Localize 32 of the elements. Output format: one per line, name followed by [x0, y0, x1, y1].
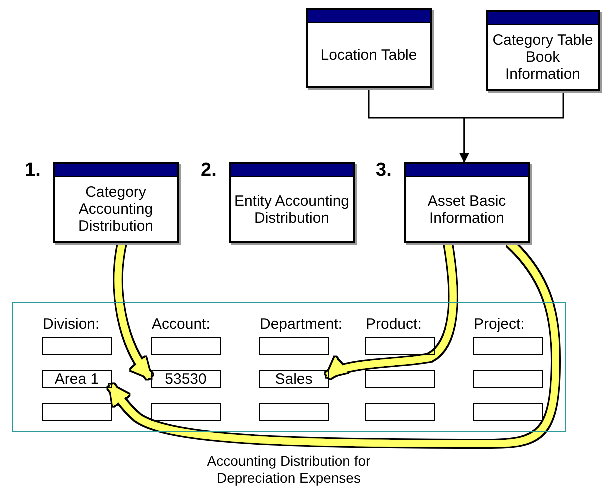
step-number: 2. — [201, 160, 217, 182]
connector-arrow — [459, 91, 564, 163]
window-label: Entity Accounting Distribution — [233, 192, 351, 226]
column-header: Project: — [474, 316, 525, 333]
input-field — [42, 403, 112, 421]
window-box — [306, 8, 432, 88]
field-value: 53530 — [165, 370, 207, 388]
column-header: Department: — [260, 316, 343, 333]
input-field — [365, 403, 435, 421]
field-value: Sales — [275, 370, 313, 388]
column-header: Product: — [366, 316, 422, 333]
step-number: 3. — [376, 160, 392, 182]
input-field — [259, 370, 329, 388]
panel-caption: Accounting Distribution for Depreciation Expenses — [206, 453, 372, 487]
window-label: Category Accounting Distribution — [77, 184, 155, 235]
column-header: Division: — [43, 316, 100, 333]
window-label: Asset Basic Information — [426, 192, 508, 226]
window-label: Location Table — [320, 46, 418, 64]
input-field — [42, 370, 112, 388]
window-box — [486, 10, 600, 91]
input-field — [151, 370, 221, 388]
input-field — [259, 403, 329, 421]
column-header: Account: — [152, 316, 210, 333]
input-field — [473, 370, 543, 388]
input-field — [365, 370, 435, 388]
input-field — [473, 403, 543, 421]
window-label: Category Table Book Information — [492, 32, 594, 83]
curved-arrow — [114, 242, 153, 380]
field-value: Area 1 — [54, 370, 100, 388]
curved-arrow — [326, 242, 457, 380]
step-number: 1. — [25, 160, 41, 182]
input-field — [151, 403, 221, 421]
